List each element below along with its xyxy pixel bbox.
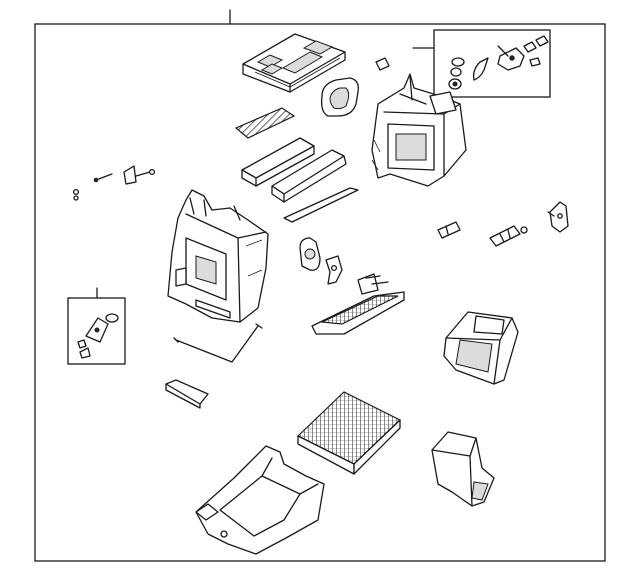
heater-pipe-rod xyxy=(173,323,263,363)
door-panel-lower xyxy=(271,149,347,203)
lower-case xyxy=(195,445,325,555)
hardware-kit-left xyxy=(67,287,126,365)
heater-core xyxy=(311,273,405,335)
door-panel-upper xyxy=(241,137,315,187)
outer-frame xyxy=(34,9,606,562)
connector-small xyxy=(437,221,461,239)
strip-seal xyxy=(283,187,359,223)
foam-filter-pad xyxy=(234,107,296,139)
grommet xyxy=(320,77,359,117)
resistor-connector xyxy=(489,225,528,247)
bracket-right xyxy=(547,201,569,233)
blower-duct xyxy=(443,311,519,385)
heater-case-left xyxy=(167,189,269,323)
small-screw-pair xyxy=(72,188,80,201)
evaporator-core xyxy=(296,391,402,475)
evaporator-case-right xyxy=(371,73,467,187)
sensor-wire xyxy=(93,173,113,183)
hardware-kit-upper xyxy=(412,29,551,98)
sensor-clip xyxy=(123,165,156,185)
cover-plate xyxy=(165,379,209,409)
outlet-duct xyxy=(431,431,495,507)
door-lever xyxy=(325,255,343,285)
bezel-panel xyxy=(242,33,346,93)
actuator-motor xyxy=(299,237,321,271)
cover-seal xyxy=(375,57,390,71)
